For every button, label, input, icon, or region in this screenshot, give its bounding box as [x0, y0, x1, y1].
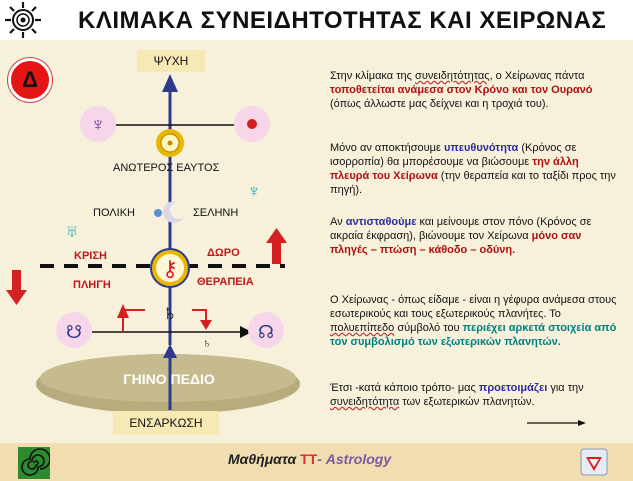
- header-bar: [0, 0, 633, 40]
- psyche-label: ΨΥΧΗ: [137, 50, 205, 72]
- earth-field-label: ΓΗΙΝΟ ΠΕΔΙΟ: [123, 371, 215, 387]
- paragraph-2: Μόνο αν αποκτήσουμε υπευθυνότητα (Κρόνος…: [330, 142, 616, 196]
- page-title: ΚΛΙΜΑΚΑ ΣΥΝΕΙΔΗΤΟΤΗΤΑΣ ΚΑΙ ΧΕΙΡΩΝΑΣ: [78, 7, 607, 34]
- higher-self-label: ΑΝΩΤΕΡΟΣ ΕΑΥΤΟΣ: [113, 162, 220, 174]
- neptune-small-icon: ♆: [247, 181, 261, 201]
- therapy-label: ΘΕΡΑΠΕΙΑ: [197, 276, 254, 288]
- north-node-icon: ☊: [258, 322, 274, 342]
- crisis-label: ΚΡΙΣΗ: [74, 250, 107, 262]
- wound-label: ΠΛΗΓΗ: [73, 279, 111, 291]
- section-badge: Δ: [8, 58, 52, 102]
- paragraph-5: Έτσι -κατά κάποιο τρόπο- μας προετοιμάζε…: [330, 382, 584, 408]
- gift-label: ΔΩΡΟ: [207, 247, 240, 259]
- paragraph-4: Ο Χείρωνας - όπως είδαμε - είναι η γέφυρ…: [330, 294, 617, 348]
- moon-dot-icon: [154, 209, 162, 217]
- paragraph-3: Αν αντισταθούμε και μείνουμε στον πόνο (…: [330, 216, 592, 256]
- sun-logo-icon: [5, 2, 41, 38]
- footer-bar: [0, 443, 633, 481]
- uranus-icon: ♅: [65, 221, 79, 241]
- neptune-icon: ♆: [91, 114, 106, 136]
- paragraph-1: Στην κλίμακα της συνειδητότητας, ο Χείρω…: [330, 70, 593, 110]
- footer-title: Μαθήματα ΤΤ- Astrology: [228, 451, 392, 467]
- spiral-logo-icon[interactable]: [18, 447, 50, 479]
- moon-label: ΣΕΛΗΝΗ: [193, 207, 239, 219]
- chiron-icon: ⚷: [162, 256, 178, 281]
- up-arrow-icon: [162, 74, 178, 92]
- red-up-arrow-icon: [266, 228, 287, 243]
- home-nav-icon[interactable]: [580, 448, 608, 476]
- sun-icon: [167, 140, 173, 146]
- south-node-icon: ☋: [66, 322, 82, 342]
- next-arrow-icon: [578, 420, 586, 426]
- red-dot-icon: [247, 119, 257, 129]
- polar-label: ΠΟΛΙΚΗ: [93, 207, 135, 219]
- down-arrow-icon: [6, 290, 27, 305]
- saturn-small-icon: ♄: [203, 336, 212, 350]
- saturn-icon: ♄: [162, 300, 179, 325]
- incarnation-label: ΕΝΣΑΡΚΩΣΗ: [113, 411, 219, 435]
